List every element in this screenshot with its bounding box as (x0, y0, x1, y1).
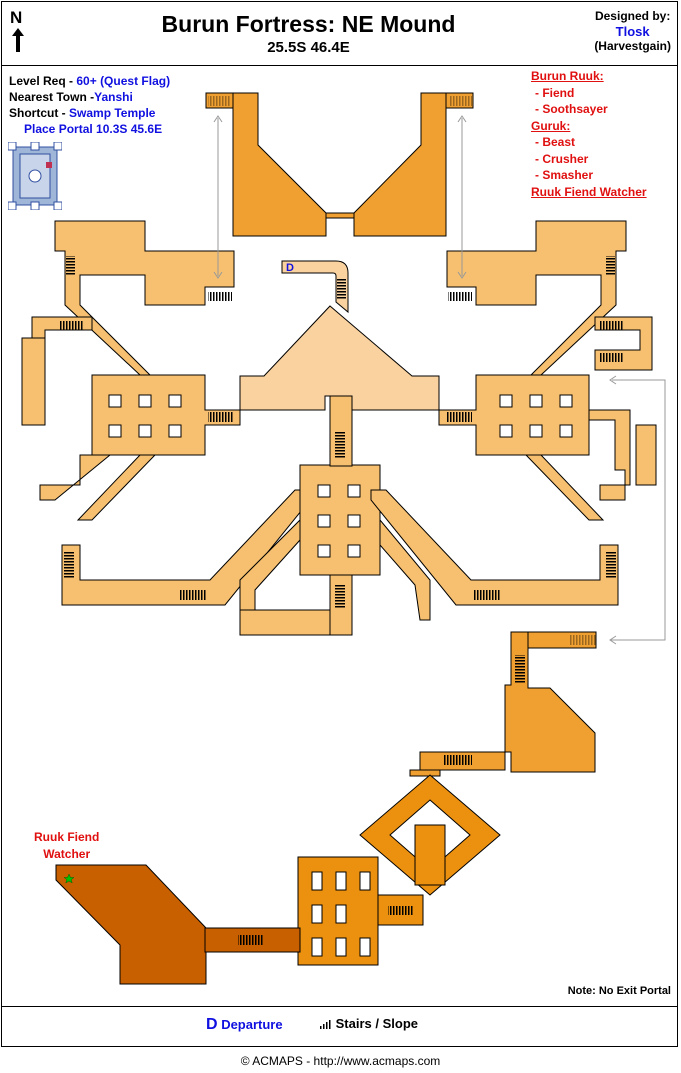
stairs-markers (60, 96, 624, 945)
left-diagonal (76, 454, 157, 521)
dungeon-coordinates: 25.5S 46.4E (267, 39, 350, 56)
left-cross-room (91, 374, 241, 456)
boss-room (55, 864, 207, 985)
designer-label: Designed by: (594, 9, 671, 23)
footer-divider (1, 1006, 678, 1007)
guide-arrows (213, 115, 666, 645)
page-title: Burun Fortress: NE Mound (161, 11, 456, 37)
stairs-label: Stairs / Slope (335, 1016, 418, 1031)
creature-item: - Crusher (535, 151, 589, 166)
portal-location: Place Portal 10.3S 45.6E (24, 122, 163, 136)
departure-corridor (281, 260, 349, 314)
designer-server: (Harvestgain) (594, 39, 671, 53)
left-upper-corridor (54, 220, 235, 376)
creature-list: Burun Ruuk: - Fiend - Soothsayer Guruk: … (531, 68, 647, 200)
center-sw-diag (239, 518, 301, 611)
boss-label-line2: Watcher (43, 847, 91, 861)
header-divider (1, 65, 678, 66)
town-value: Yanshi (94, 90, 133, 104)
top-right-room (353, 92, 447, 237)
legend-departure: D Departure (206, 1016, 283, 1034)
left-west-room (21, 337, 46, 426)
compass-letter: N (10, 8, 23, 27)
north-arrow-icon (12, 28, 24, 52)
town-label: Nearest Town - (9, 90, 95, 104)
top-connector (325, 212, 355, 219)
dungeon-map: D (21, 92, 666, 985)
center-sw-loop (239, 609, 331, 636)
designer-name: Tlosk (615, 24, 650, 39)
boss-name: Ruuk Fiend Watcher (531, 184, 647, 199)
pillars (108, 394, 573, 957)
dungeon-info: Level Req - 60+ (Quest Flag) Nearest Tow… (9, 73, 170, 137)
creature-group-title: Guruk: (531, 118, 571, 133)
designer-credit: Designed by: Tlosk (Harvestgain) (594, 9, 671, 54)
creature-group-title: Burun Ruuk: (531, 69, 604, 83)
compass-north: N (10, 8, 26, 57)
central-hall (239, 305, 440, 411)
copyright: © ACMAPS - http://www.acmaps.com (240, 1054, 441, 1068)
boss-star-icon (63, 873, 75, 884)
right-east-corridor (588, 409, 631, 501)
diamond-stub (414, 824, 446, 886)
creature-item: - Fiend (535, 85, 575, 100)
shortcut-label: Shortcut - (9, 106, 66, 120)
right-east-room (635, 424, 657, 486)
center-se-loop (379, 518, 431, 621)
departure-symbol: D (206, 1016, 218, 1033)
left-sw-corridor (39, 454, 112, 501)
legend-stairs: Stairs / Slope (320, 1016, 418, 1031)
departure-marker: D (286, 262, 294, 274)
right-upper-corridor (446, 220, 627, 376)
creature-item: - Beast (535, 135, 576, 149)
right-bottom-corridor (370, 489, 619, 606)
stairs-icon (320, 1019, 331, 1029)
top-left-room (232, 92, 327, 237)
shortcut-value: Swamp Temple (69, 106, 156, 120)
right-diagonal (524, 454, 605, 521)
minimap-thumbnail (8, 142, 62, 210)
exit-note: Note: No Exit Portal (567, 985, 671, 997)
creature-item: - Soothsayer (535, 102, 608, 116)
center-cross-room (299, 464, 381, 576)
lower-large-room (409, 631, 596, 777)
departure-label: Departure (221, 1017, 283, 1032)
creature-item: - Smasher (535, 168, 594, 182)
right-cross-room (438, 374, 590, 456)
map-rooms (21, 92, 657, 985)
boss-label-line1: Ruuk Fiend (34, 830, 100, 844)
level-label: Level Req - (9, 74, 74, 88)
level-value: 60+ (Quest Flag) (76, 74, 171, 88)
boss-location-label: Ruuk Fiend Watcher (34, 829, 99, 863)
